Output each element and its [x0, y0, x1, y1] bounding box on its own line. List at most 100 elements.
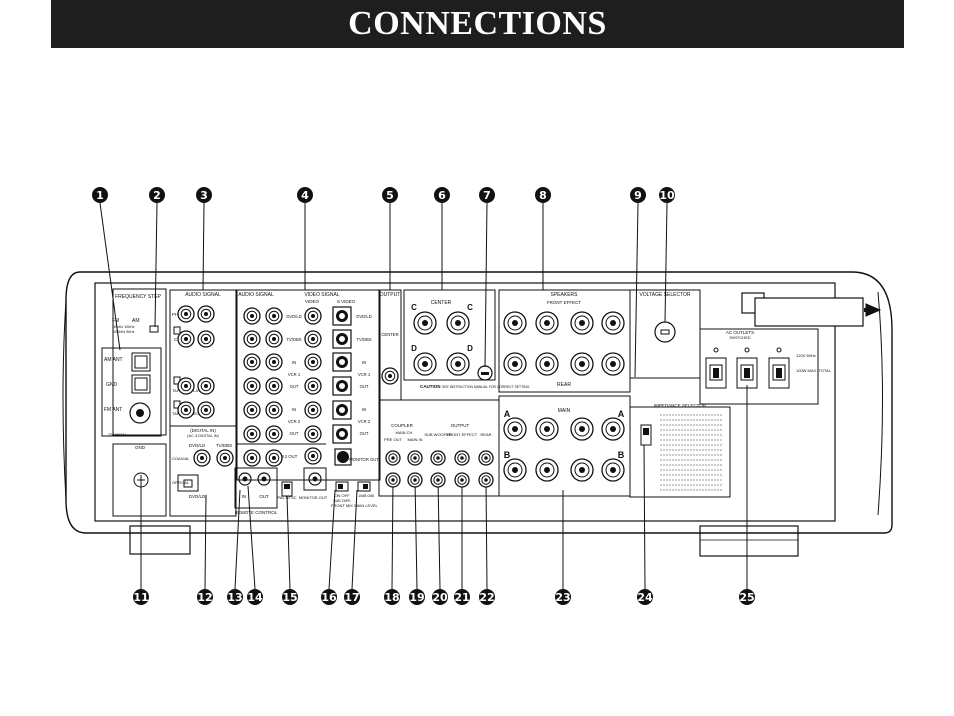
rca-jack	[304, 377, 322, 395]
monitor-out-2-label: MONITOR OUT	[299, 495, 328, 500]
rca-jack	[304, 447, 322, 465]
speaker-terminal	[413, 311, 437, 335]
front-effect-2-label: FRONT EFFECT	[447, 432, 478, 437]
speaker-terminal	[535, 352, 559, 376]
room2-out-label: ROOM 2 OUT	[271, 454, 298, 459]
main-level-label: MAIN LEVEL	[354, 503, 378, 508]
fm-ant-label: FM ANT	[104, 407, 122, 413]
callout-number: 16	[321, 591, 337, 604]
audio-signal-label: AUDIO SIGNAL	[185, 292, 221, 298]
page-title: CONNECTIONS	[348, 5, 607, 42]
rca-jack	[265, 330, 283, 348]
rca-jack	[265, 401, 283, 419]
svg-text:B: B	[504, 450, 511, 460]
remote-in-label: IN	[242, 494, 247, 499]
video-block: AUDIO SIGNAL VIDEO SIGNAL VIDEO S VIDEO …	[236, 289, 381, 481]
center-out-label: CENTER	[381, 332, 398, 337]
callout-20: 20	[432, 589, 448, 605]
callout-number: 15	[282, 591, 297, 604]
callout-4: 4	[297, 187, 313, 203]
s-row-out1-label: OUT	[360, 384, 369, 389]
monitor-out-label: MONITOR OUT	[349, 457, 379, 462]
digital-in-sub-label: (AC-3 DIGITAL IN)	[187, 434, 219, 438]
s-row-dvd-label: DVD/LD	[356, 314, 371, 319]
callout-12: 12	[197, 589, 213, 605]
speaker-terminal	[503, 311, 527, 335]
svg-text:B: B	[618, 450, 625, 460]
antenna-block: FREQUENCY STEP FM AM 50kHz 10kHz 100kHz …	[101, 288, 167, 517]
db-label: 10dB 0dB	[358, 494, 374, 498]
svg-text:A: A	[504, 409, 511, 419]
callout-7: 7	[479, 187, 495, 203]
callout-number: 19	[409, 591, 424, 604]
switched-label: SWITCHED	[729, 335, 750, 340]
rca-jack	[385, 450, 401, 466]
row-in1-label: IN	[292, 360, 296, 365]
front-effect-label: FRONT EFFECT	[547, 300, 581, 305]
callout-number: 14	[247, 591, 263, 604]
speaker-terminal	[570, 311, 594, 335]
rca-jack	[478, 472, 494, 488]
callout-number: 5	[386, 189, 394, 202]
speaker-terminal	[503, 352, 527, 376]
step-a-label: 50kHz 10kHz	[113, 325, 135, 329]
callout-25: 25	[739, 589, 755, 605]
callout-number: 6	[438, 189, 446, 202]
callout-number: 23	[555, 591, 570, 604]
speaker-terminal	[535, 311, 559, 335]
audio-signal-2-label: AUDIO SIGNAL	[238, 292, 274, 298]
callout-14: 14	[247, 589, 263, 605]
optical-label: OPTICAL	[172, 480, 190, 485]
fm-label: FM	[112, 318, 119, 324]
speaker-terminal	[413, 352, 437, 376]
am-ant-label: AM ANT	[104, 357, 123, 363]
callout-17: 17	[344, 589, 360, 605]
rca-jack	[243, 353, 261, 371]
rca-jack	[216, 449, 234, 467]
rca-jack	[193, 449, 211, 467]
s-video-jack	[332, 400, 352, 420]
frequency-step-label: FREQUENCY STEP	[115, 294, 161, 300]
title-bar: CONNECTIONS	[51, 0, 904, 48]
callout-number: 8	[539, 189, 547, 202]
callout-10: 10	[659, 187, 675, 203]
callout-number: 24	[637, 591, 653, 604]
rca-jack	[243, 330, 261, 348]
digital-in-label: (DIGITAL IN)	[190, 428, 216, 433]
callout-15: 15	[282, 589, 298, 605]
svg-text:D: D	[411, 344, 417, 353]
rca-jack	[265, 425, 283, 443]
rca-jack	[243, 377, 261, 395]
am-label: AM	[132, 318, 140, 324]
rca-jack	[177, 330, 195, 348]
speaker-terminal	[503, 417, 527, 441]
speaker-terminal	[601, 458, 625, 482]
speaker-terminal	[601, 311, 625, 335]
s-video-jack	[332, 306, 352, 326]
rca-jack	[243, 401, 261, 419]
rca-jack	[381, 367, 399, 385]
row-out2-label: OUT	[290, 431, 299, 436]
center-spk-label: CENTER	[431, 300, 452, 306]
rca-jack	[197, 401, 215, 419]
row-in2-label: IN	[292, 407, 296, 412]
callout-11: 11	[133, 589, 149, 605]
callout-13: 13	[227, 589, 243, 605]
gnd2-label: GND	[135, 445, 146, 450]
voltage-selector-label: VOLTAGE SELECTOR	[639, 292, 691, 298]
callout-5: 5	[382, 187, 398, 203]
rca-jack	[385, 472, 401, 488]
callout-9: 9	[630, 187, 646, 203]
row-vcr2-label: VCR 2	[288, 419, 301, 424]
callout-21: 21	[454, 589, 470, 605]
rca-jack	[265, 307, 283, 325]
callout-number: 21	[454, 591, 469, 604]
svg-text:C: C	[467, 303, 473, 312]
speaker-terminal	[601, 417, 625, 441]
rear-label: REAR	[557, 382, 571, 388]
impedance-selector-label: IMPEDANCE SELECTOR	[654, 403, 707, 408]
step-b-label: 100kHz 9kHz	[113, 330, 135, 334]
s-video-label: S VIDEO	[337, 299, 356, 304]
callout-number: 12	[197, 591, 212, 604]
gnd-label: GND	[106, 382, 118, 388]
